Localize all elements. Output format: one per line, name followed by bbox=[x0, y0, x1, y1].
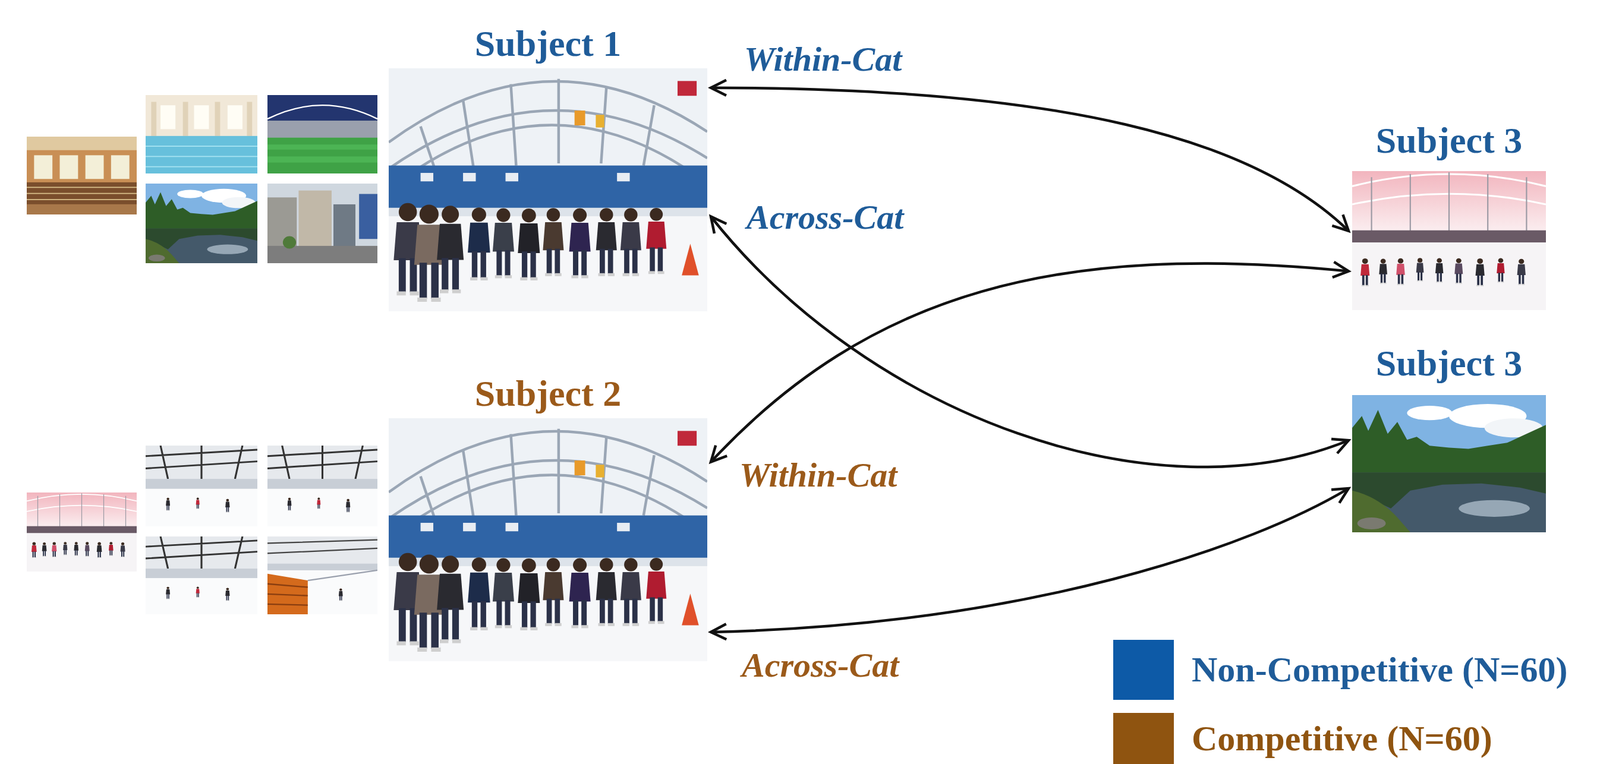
edge-label: Within-Cat bbox=[735, 455, 901, 496]
street-photo bbox=[267, 183, 378, 264]
stadium-photo bbox=[267, 95, 378, 174]
rink-photo bbox=[388, 418, 708, 662]
subject-heading: Subject 3 bbox=[1375, 342, 1523, 385]
subject-photo-box: Subject 3 bbox=[1352, 171, 1546, 311]
rink-photo bbox=[1352, 171, 1546, 311]
subject-heading-text: Subject 3 bbox=[1375, 342, 1523, 385]
pool-photo bbox=[145, 95, 258, 174]
legend-text: Non-Competitive (N=60) bbox=[1191, 649, 1568, 691]
legend-text: Competitive (N=60) bbox=[1191, 718, 1493, 760]
subject-heading-text: Subject 2 bbox=[474, 372, 622, 415]
edge-label: Across-Cat bbox=[742, 197, 907, 238]
rink-photo bbox=[26, 492, 137, 572]
subject-photo-box: Subject 3 bbox=[1352, 395, 1546, 533]
legend-swatch bbox=[1113, 640, 1174, 701]
rink-photo bbox=[145, 445, 258, 527]
subject-heading: Subject 2 bbox=[474, 372, 622, 415]
comparison-arrow bbox=[710, 488, 1349, 633]
rink-photo bbox=[267, 445, 378, 527]
edge-label: Within-Cat bbox=[740, 39, 906, 80]
subject-heading: Subject 1 bbox=[474, 22, 622, 65]
comparison-arrow bbox=[710, 216, 1349, 467]
legend-swatch bbox=[1113, 713, 1174, 764]
rink-photo bbox=[145, 536, 258, 615]
edge-label: Across-Cat bbox=[738, 646, 903, 686]
subject-photos bbox=[388, 68, 1546, 662]
rink-photo bbox=[388, 68, 708, 312]
comparison-arrow bbox=[710, 263, 1349, 462]
subject-photo-box: Subject 1 bbox=[388, 68, 708, 312]
context-thumbnails bbox=[26, 95, 378, 615]
rink-photo bbox=[267, 536, 378, 615]
lake-photo bbox=[145, 183, 258, 264]
library-photo bbox=[26, 136, 137, 215]
subject-photo-box: Subject 2 bbox=[388, 418, 708, 662]
subject-heading: Subject 3 bbox=[1375, 119, 1523, 162]
subject-heading-text: Subject 1 bbox=[474, 22, 622, 65]
subject-heading-text: Subject 3 bbox=[1375, 119, 1523, 162]
lake-photo bbox=[1352, 395, 1546, 533]
